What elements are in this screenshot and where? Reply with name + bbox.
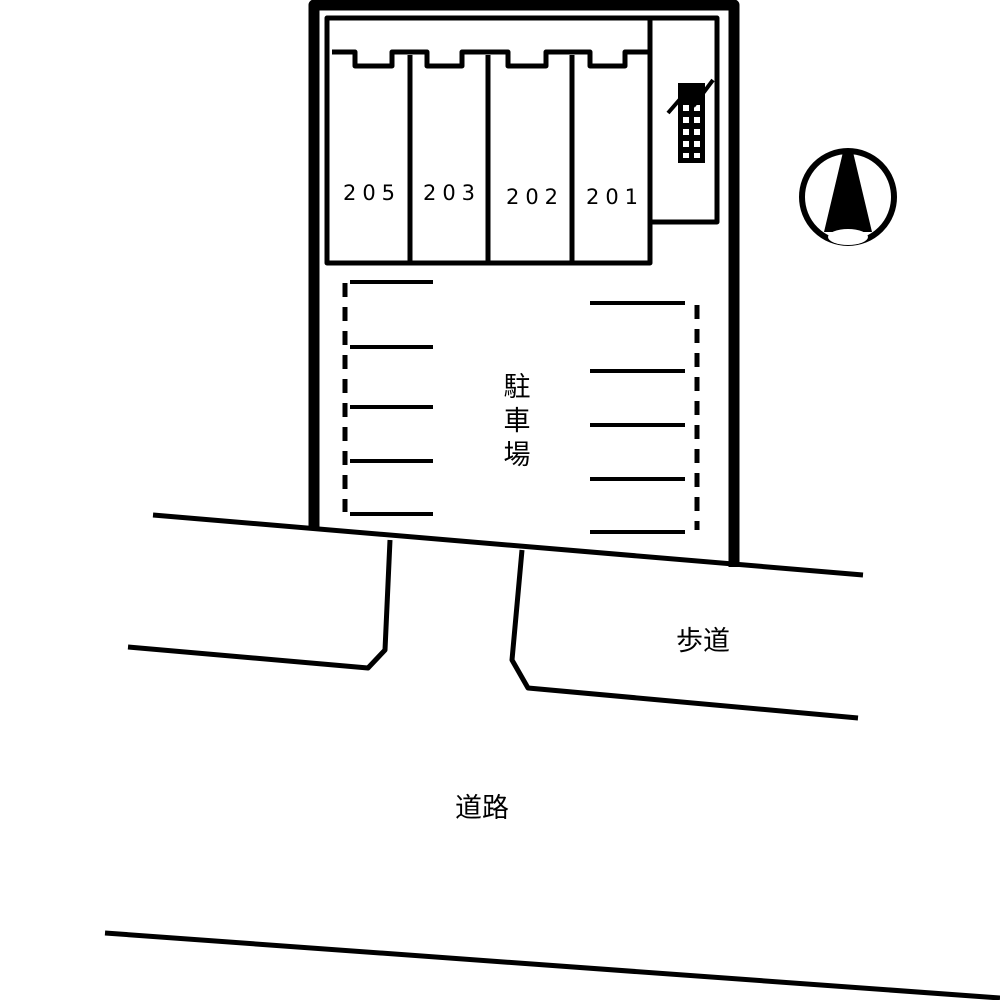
- parking-lines-left: [350, 280, 433, 516]
- road-edge-bottom: [104, 930, 1000, 1000]
- stair-annex: [650, 15, 720, 225]
- parking-label-1: 駐: [504, 372, 531, 403]
- unit-label-205: 205: [343, 181, 401, 205]
- unit-label-203: 203: [423, 181, 481, 205]
- unit-label-201: 201: [586, 185, 644, 209]
- curb-right: [509, 549, 859, 721]
- parking-label-2: 車: [504, 406, 531, 437]
- unit-label-202: 202: [506, 185, 564, 209]
- road-label: 道路: [455, 793, 509, 824]
- curb-left: [127, 539, 393, 671]
- staircase-icon: [666, 78, 715, 163]
- balcony-line: [332, 49, 650, 69]
- lot-boundary: [308, 0, 740, 567]
- north-arrow-icon: [799, 148, 897, 246]
- road-edge-top: [152, 512, 864, 578]
- unit-dividers: [407, 55, 575, 263]
- sidewalk-label: 歩道: [676, 626, 730, 657]
- parking-lines-right: [590, 301, 685, 534]
- parking-label-3: 場: [504, 440, 531, 471]
